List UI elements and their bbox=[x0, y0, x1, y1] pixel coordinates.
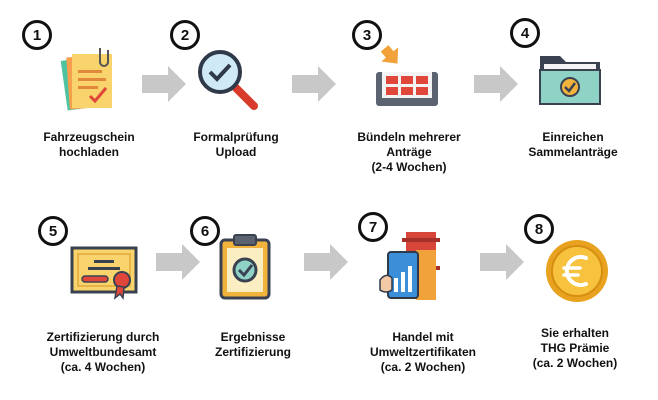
magnifier-check-icon bbox=[198, 50, 258, 110]
arrow-right-icon bbox=[156, 244, 200, 280]
step-1-number: 1 bbox=[22, 20, 52, 50]
trading-chart-icon bbox=[379, 232, 440, 300]
step-4-number: 4 bbox=[510, 18, 540, 48]
arrow-right-icon bbox=[292, 66, 336, 102]
arrow-right-icon bbox=[480, 244, 524, 280]
step-3-number: 3 bbox=[352, 20, 382, 50]
step-5-number: 5 bbox=[38, 216, 68, 246]
certificate-icon bbox=[70, 246, 138, 300]
folder-check-icon bbox=[539, 56, 601, 105]
step-6-number: 6 bbox=[190, 216, 220, 246]
documents-paperclip-icon bbox=[60, 48, 112, 111]
step-2-number: 2 bbox=[170, 20, 200, 50]
clipboard-check-icon bbox=[219, 234, 271, 300]
step-8-number: 8 bbox=[524, 214, 554, 244]
bundle-tray-icon bbox=[376, 45, 438, 106]
arrow-right-icon bbox=[304, 244, 348, 280]
arrow-right-icon bbox=[474, 66, 518, 102]
step-7-number: 7 bbox=[358, 212, 388, 242]
arrow-right-icon bbox=[142, 66, 186, 102]
euro-coin-icon bbox=[546, 240, 608, 302]
